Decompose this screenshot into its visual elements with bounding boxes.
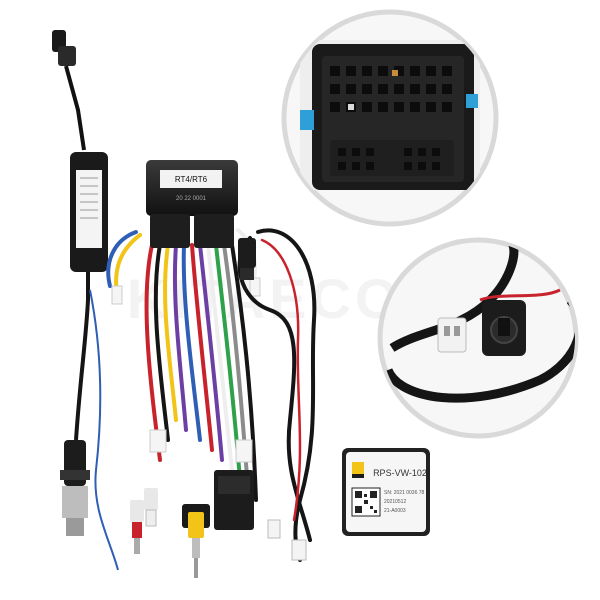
decoder-label: RPS-VW-102	[373, 468, 427, 478]
rca-plug-icon	[130, 488, 204, 578]
connector-label: RT4/RT6	[175, 175, 208, 184]
logo-icon	[352, 462, 364, 478]
canbus-plug	[238, 238, 256, 268]
decoder-line-2: 20210512	[384, 499, 406, 505]
connector-closeup-circle	[281, 9, 499, 227]
cable-closeup-circle	[377, 237, 579, 439]
decoder-line-3: 21-A0003	[384, 508, 406, 514]
main-harness: RT4/RT6 20 22 0001	[106, 160, 261, 578]
connector-sublabel: 20 22 0001	[176, 196, 207, 202]
white-plug	[437, 317, 467, 353]
decoder-line-1: SN: 2021 0036 78	[384, 490, 425, 496]
canbus-cable	[237, 228, 317, 562]
qr-code-icon	[351, 487, 381, 517]
antenna-cable	[52, 30, 119, 571]
decoder-box: RPS-VW-102 SN: 2021 0036 78 20210512 21-…	[342, 448, 430, 536]
